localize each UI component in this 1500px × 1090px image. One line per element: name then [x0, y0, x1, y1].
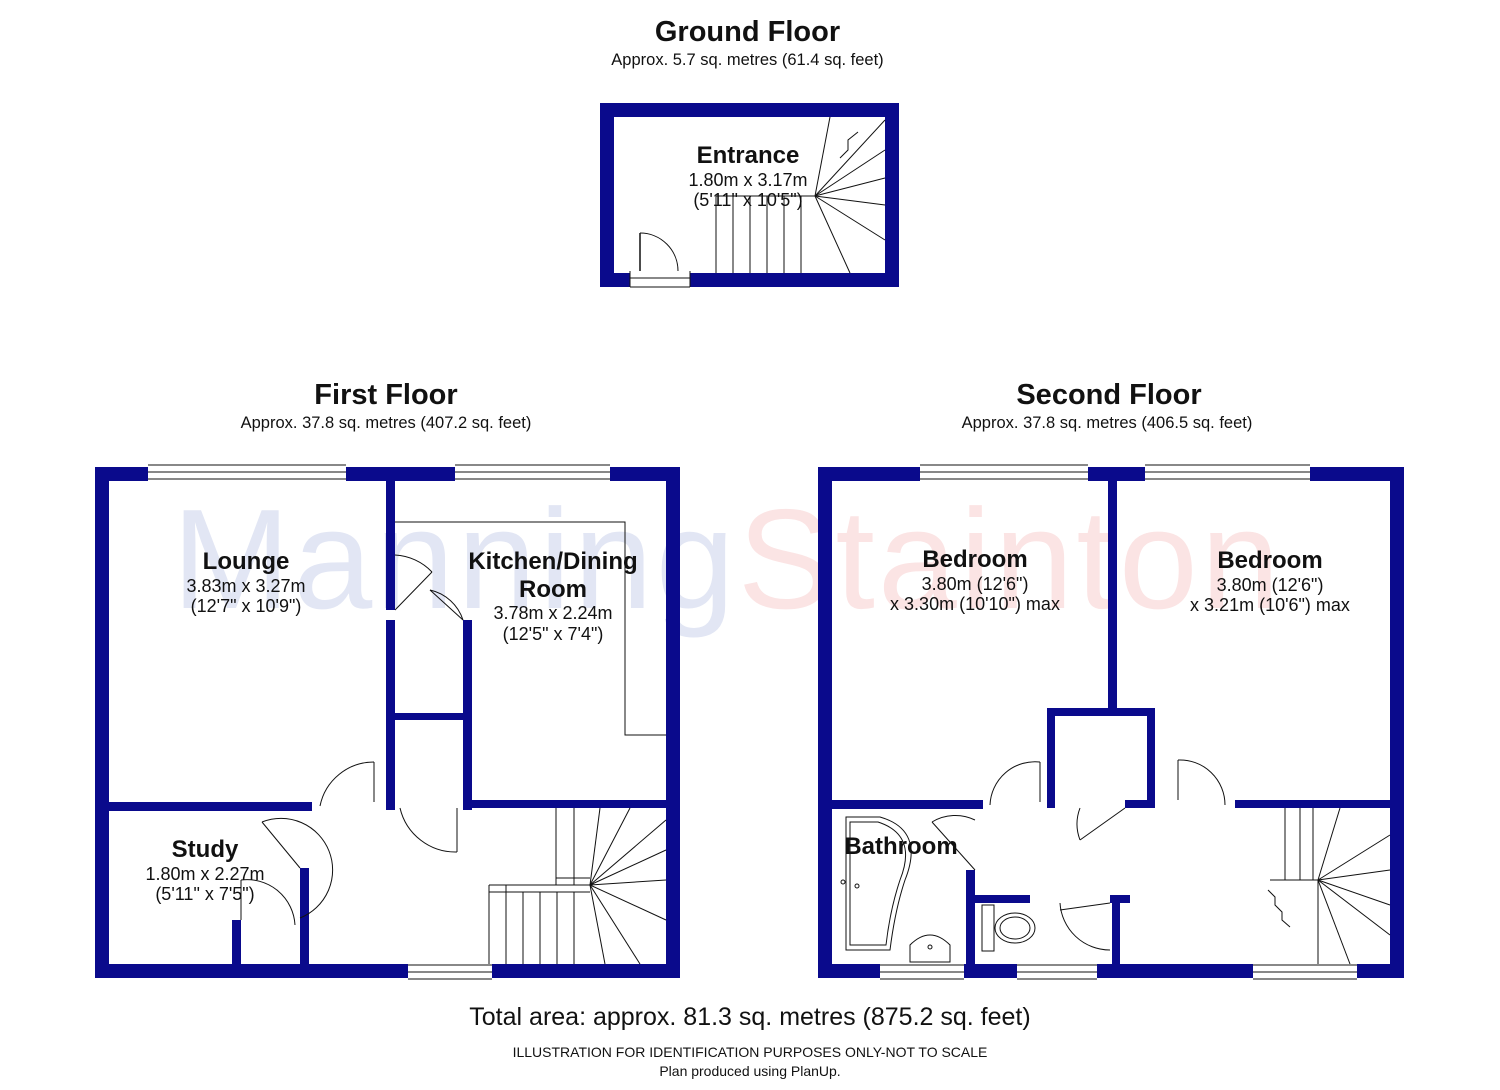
wash-basin: [909, 934, 951, 963]
room-dimensions-imperial: (12'7" x 10'9"): [190, 596, 302, 617]
room-name: Bedroom: [1217, 547, 1323, 574]
room-dimensions-line1: 3.80m (12'6"): [921, 573, 1029, 594]
room-lounge: Lounge 3.83m x 3.27m (12'7" x 10'9"): [146, 548, 346, 617]
room-dimensions-line1: 3.80m (12'6"): [1216, 574, 1324, 595]
room-dimensions-imperial: (5'11" x 10'5"): [693, 190, 803, 211]
ground-floor-area: Approx. 5.7 sq. metres (61.4 sq. feet): [611, 51, 884, 69]
ground-floor-title: Ground Floor: [654, 16, 841, 48]
second-floor-plan: [818, 463, 1404, 981]
room-dimensions-imperial: (5'11" x 7'5"): [155, 884, 255, 905]
room-dimensions-imperial: (12'5" x 7'4"): [502, 623, 604, 644]
room-dimensions-metric: 3.78m x 2.24m: [493, 603, 613, 624]
second-floor-staircase: [1267, 807, 1391, 965]
room-bedroom-1: Bedroom 3.80m (12'6") x 3.30m (10'10") m…: [860, 546, 1090, 615]
room-study: Study 1.80m x 2.27m (5'11" x 7'5"): [115, 836, 295, 905]
room-dimensions-metric: 1.80m x 3.17m: [688, 169, 808, 190]
room-dimensions-line2: x 3.30m (10'10") max: [890, 594, 1060, 615]
room-name: Bedroom: [922, 546, 1028, 573]
first-floor-staircase: [488, 807, 667, 965]
room-name: Lounge: [202, 548, 290, 575]
room-name: Study: [171, 836, 239, 863]
room-dimensions-line2: x 3.21m (10'6") max: [1190, 595, 1350, 616]
plan-credit: Plan produced using PlanUp.: [659, 1063, 841, 1079]
toilet: [981, 904, 1036, 952]
bathtub: [840, 816, 912, 951]
room-dimensions-metric: 1.80m x 2.27m: [145, 863, 265, 884]
entrance-staircase: [715, 116, 886, 274]
room-entrance: Entrance 1.80m x 3.17m (5'11" x 10'5"): [648, 142, 848, 211]
disclaimer: ILLUSTRATION FOR IDENTIFICATION PURPOSES…: [512, 1044, 988, 1060]
total-area: Total area: approx. 81.3 sq. metres (875…: [469, 1003, 1031, 1031]
room-name: Entrance: [696, 142, 800, 169]
first-floor-area: Approx. 37.8 sq. metres (407.2 sq. feet): [240, 414, 532, 432]
first-floor-plan: [95, 463, 680, 981]
room-bathroom: Bathroom: [833, 833, 969, 861]
room-name-line2: Room: [519, 575, 587, 603]
second-floor-area: Approx. 37.8 sq. metres (406.5 sq. feet): [961, 414, 1253, 432]
room-bedroom-2: Bedroom 3.80m (12'6") x 3.21m (10'6") ma…: [1155, 547, 1385, 616]
room-dimensions-metric: 3.83m x 3.27m: [186, 575, 306, 596]
room-kitchen-dining: Kitchen/Dining Room 3.78m x 2.24m (12'5"…: [448, 548, 658, 645]
room-name: Bathroom: [844, 833, 958, 860]
second-floor-title: Second Floor: [1016, 379, 1202, 411]
room-name-line1: Kitchen/Dining: [468, 548, 638, 575]
ground-floor-walls: [600, 103, 899, 287]
first-floor-title: First Floor: [314, 379, 458, 411]
ground-floor-plan: [600, 103, 899, 288]
watermark-manning: Manning: [172, 480, 738, 639]
